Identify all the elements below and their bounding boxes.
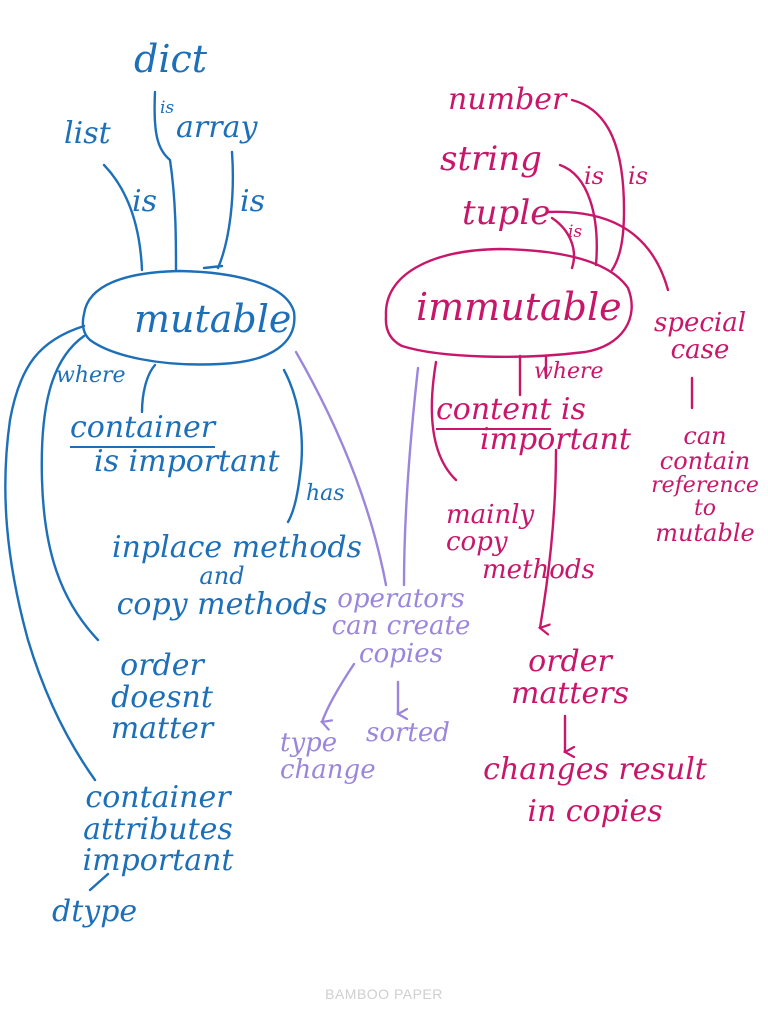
attributes-line-1: container (85, 780, 231, 815)
ref-line-5: mutable (655, 518, 755, 547)
immutable-node[interactable]: immutable (416, 285, 622, 329)
array-label: array (176, 110, 258, 145)
methods-line-3: copy methods (116, 586, 328, 622)
contain-reference-node[interactable]: can contain reference to mutable (646, 422, 764, 547)
container-attributes-node[interactable]: container attributes important (64, 782, 252, 877)
edge-tuple-to-immutable (550, 216, 576, 270)
mainly-copy-methods-node[interactable]: mainly copy methods (446, 500, 595, 585)
number-label: number (448, 82, 567, 117)
attributes-line-3: important (82, 843, 234, 878)
attributes-line-2: attributes (83, 811, 233, 847)
copy-line-1: mainly (446, 500, 535, 530)
methods-line-2: and (199, 561, 245, 590)
order-doesnt-matter-node[interactable]: order doesnt matter (92, 650, 232, 745)
immutable-branch (384, 98, 694, 752)
methods-node[interactable]: inplace methods and copy methods (112, 530, 362, 622)
type-change-node[interactable]: type change (280, 728, 376, 786)
operators-line-2: can create (331, 611, 471, 642)
has-label: has (306, 481, 345, 506)
order-line-1: order (120, 648, 204, 683)
content-underlined: content (436, 392, 552, 430)
changes-result-node[interactable]: changes result in copies (480, 754, 710, 827)
operators-line-1: operators (337, 584, 465, 614)
edge-mutable-container-left (4, 324, 97, 782)
order-line-2: doesnt (111, 679, 213, 715)
dict-array-is-label: is (160, 98, 175, 118)
methods-line-1: inplace methods (112, 530, 362, 565)
number-is-label: is (628, 162, 648, 190)
ref-line-3: reference (651, 473, 759, 499)
order-matters-line-1: order (528, 644, 612, 679)
edge-mutable-order (40, 334, 100, 642)
bamboo-paper-watermark: BAMBOO PAPER (325, 986, 443, 1002)
content-important-label: important (480, 422, 631, 457)
edge-array-to-mutable (202, 150, 235, 270)
operators-line-3: copies (359, 638, 443, 669)
edge-string-to-immutable (558, 163, 598, 267)
mutable-node-outline (81, 269, 296, 366)
edge-tuple-special-case (546, 210, 670, 292)
special-case-node[interactable]: special case (650, 308, 750, 366)
order-matters-node[interactable]: order matters (500, 646, 640, 709)
edge-attributes-dtype (88, 872, 110, 892)
tuple-is-label: is (568, 222, 583, 242)
copy-line-2: copy (446, 527, 508, 558)
mutable-where-label: where (56, 363, 126, 388)
list-label: list (64, 116, 111, 151)
operators-branch (294, 350, 420, 722)
ref-line-4: to (693, 496, 717, 522)
edge-mutable-where (140, 363, 157, 414)
changes-line-1: changes result (483, 752, 707, 787)
mutable-node[interactable]: mutable (134, 297, 292, 341)
order-line-3: matter (110, 711, 214, 746)
edge-number-to-immutable (570, 98, 626, 272)
ref-line-1: can (683, 422, 727, 450)
immutable-node-outline (384, 247, 633, 358)
edge-mutable-has (282, 368, 304, 524)
edge-list-to-mutable (102, 163, 144, 272)
string-is-label: is (584, 162, 604, 190)
dtype-node[interactable]: dtype (52, 894, 138, 929)
special-line-2: case (670, 335, 730, 366)
special-line-1: special (653, 308, 747, 338)
ref-line-2: contain (659, 447, 751, 476)
edge-immutable-operators (402, 366, 420, 587)
tuple-label: tuple (462, 193, 551, 233)
operators-node[interactable]: operators can create copies (326, 584, 476, 669)
container-concept: container (70, 410, 216, 448)
sorted-node[interactable]: sorted (366, 718, 450, 748)
edge-immutable-copy (430, 360, 458, 482)
array-is-label: is (240, 184, 265, 219)
string-label: string (440, 139, 542, 179)
changes-line-2: in copies (527, 793, 663, 829)
container-underlined: container (70, 410, 216, 448)
content-is-label: is (560, 392, 586, 427)
copy-line-3: methods (482, 554, 595, 585)
container-important-label: is important (94, 444, 280, 479)
edge-mutable-operators (294, 350, 388, 587)
arrow-content-order (540, 448, 558, 628)
arrow-operators-type-change (322, 662, 356, 722)
dict-label: dict (134, 37, 208, 81)
type-change-line-2: change (280, 755, 376, 786)
content-concept: content is (436, 392, 586, 430)
edge-dict-to-mutable (153, 90, 178, 272)
type-change-line-1: type (280, 728, 338, 758)
list-is-label: is (132, 184, 157, 219)
order-matters-line-2: matters (511, 675, 629, 711)
mutable-branch (4, 90, 304, 892)
immutable-where-label: where (534, 359, 604, 384)
